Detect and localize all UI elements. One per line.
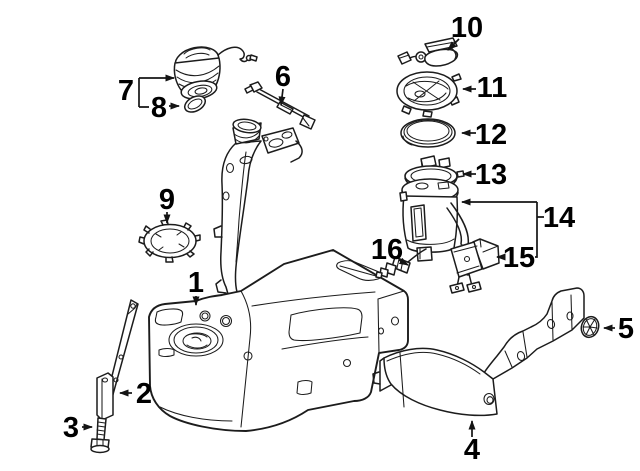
leader-7-bracket: [138, 78, 149, 108]
sender-cover-drawing: [397, 37, 459, 67]
callout-11[interactable]: 11: [477, 72, 508, 104]
pump-seal-ring-drawing: [400, 118, 456, 148]
callout-5[interactable]: 5: [618, 313, 634, 345]
strap-bolt-drawing: [90, 417, 110, 454]
callout-3[interactable]: 3: [63, 412, 79, 444]
heat-shield-drawing: [372, 287, 585, 417]
callout-12[interactable]: 12: [475, 119, 507, 151]
fuel-tank-drawing: [148, 249, 409, 432]
callout-leaders: [82, 38, 615, 437]
leader-16: [398, 257, 409, 266]
callout-8[interactable]: 8: [151, 92, 167, 124]
callout-16[interactable]: 16: [371, 234, 403, 266]
callout-10[interactable]: 10: [451, 12, 483, 44]
callout-7[interactable]: 7: [118, 75, 134, 107]
callout-4[interactable]: 4: [464, 434, 480, 466]
fuel-cap-drawing: [173, 46, 258, 100]
callout-1[interactable]: 1: [188, 267, 204, 299]
tank-strap-drawing: [96, 299, 139, 421]
leader-6: [278, 88, 286, 106]
callout-9[interactable]: 9: [159, 184, 175, 216]
callout-15[interactable]: 15: [503, 242, 535, 274]
shield-nut-drawing: [580, 315, 600, 339]
cap-seal-ring-drawing: [183, 95, 207, 113]
pump-opening-ring: [168, 323, 224, 357]
leader-14-bracket: [535, 202, 544, 258]
callout-2[interactable]: 2: [136, 378, 152, 410]
lock-ring-drawing: [138, 219, 201, 263]
callout-6[interactable]: 6: [275, 61, 291, 93]
filler-neck-drawing: [213, 118, 303, 295]
pump-bracket-drawing: [449, 238, 500, 294]
callout-14[interactable]: 14: [543, 202, 575, 234]
callout-numbers: 1 2 3 4 5 6 7 8 9 10 11 12 13 14 15 16: [63, 12, 634, 466]
locking-cap-drawing: [396, 71, 462, 118]
callout-13[interactable]: 13: [475, 159, 507, 191]
leader-10: [447, 38, 460, 51]
